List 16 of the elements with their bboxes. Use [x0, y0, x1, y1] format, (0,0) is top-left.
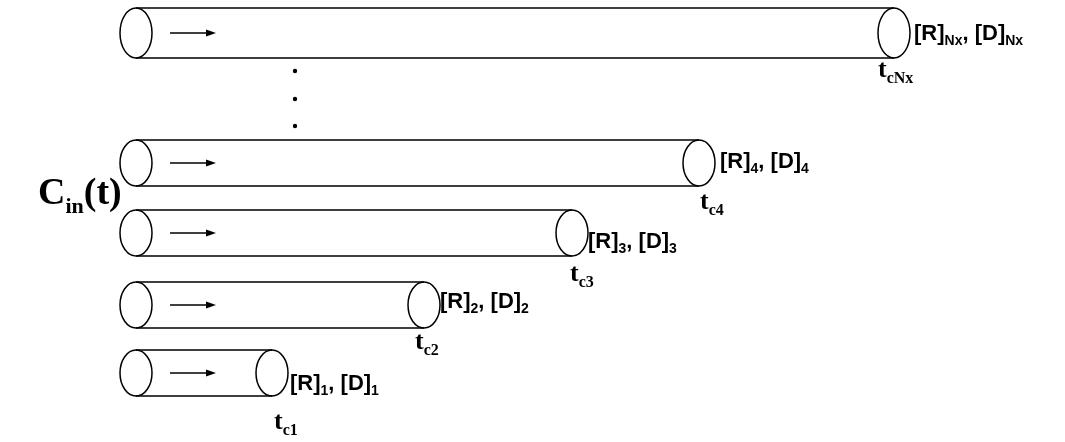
tube [119, 209, 589, 257]
time-label: t$_{c3}$ [570, 260, 594, 291]
concentration-label: [R]$_{2}$, [D]$_{2}$ [440, 290, 529, 316]
input-concentration-label: C$_{in}$(t) [38, 172, 122, 217]
time-label: t$_{cNx}$ [878, 56, 914, 87]
tube [119, 139, 716, 187]
tube [119, 349, 289, 397]
concentration-label: [R]$_{3}$, [D]$_{3}$ [588, 230, 677, 256]
time-label: t$_{c4}$ [700, 188, 724, 219]
time-label: t$_{c1}$ [274, 408, 298, 439]
tube [119, 281, 441, 329]
concentration-label: [R]$_{4}$, [D]$_{4}$ [720, 150, 809, 176]
concentration-label: [R]$_{1}$, [D]$_{1}$ [290, 372, 379, 398]
tube [119, 7, 911, 59]
time-label: t$_{c2}$ [415, 328, 439, 359]
concentration-label: [R]$_{Nx}$, [D]$_{Nx}$ [914, 22, 1024, 48]
